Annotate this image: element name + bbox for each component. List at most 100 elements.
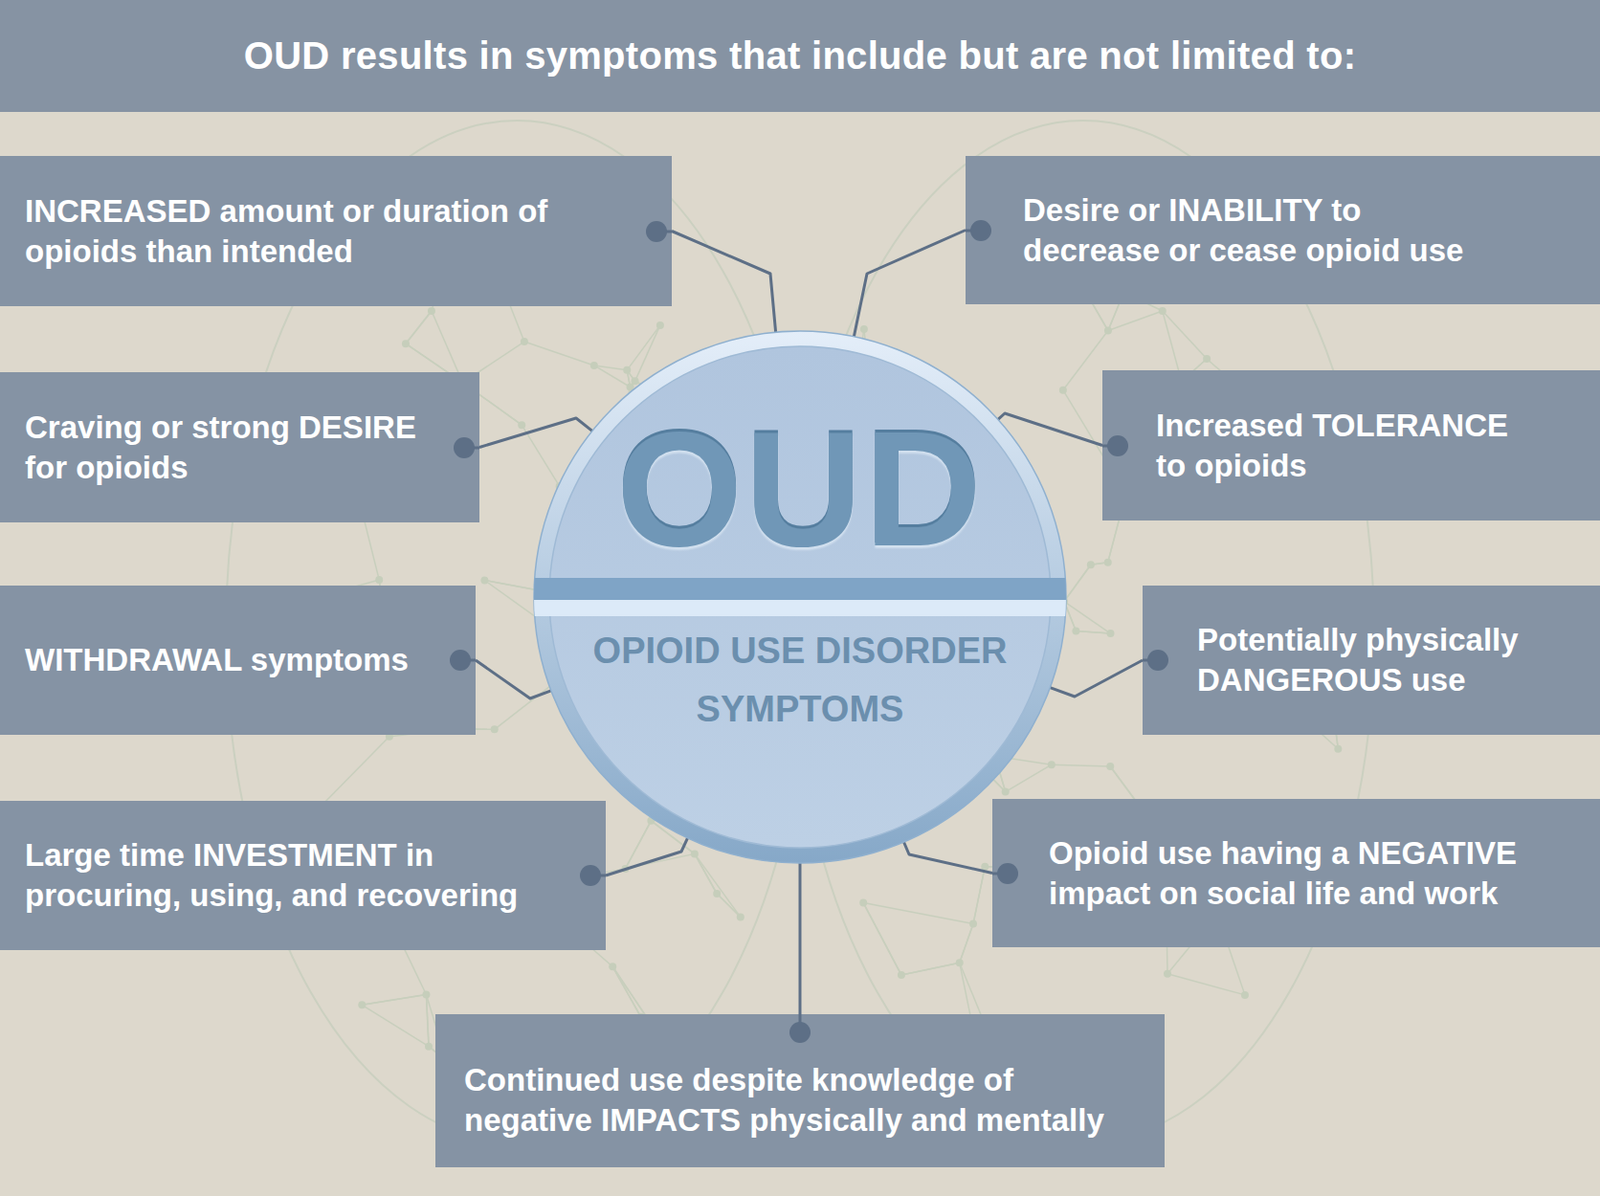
symptom-text: WITHDRAWAL symptoms bbox=[24, 640, 427, 681]
symptom-text: Opioid use having a NEGATIVE impact on s… bbox=[1048, 833, 1542, 914]
symptom-box: Opioid use having a NEGATIVE impact on s… bbox=[992, 799, 1600, 948]
network-line bbox=[1063, 331, 1109, 391]
network-line bbox=[1064, 564, 1091, 601]
network-line bbox=[1108, 515, 1121, 563]
network-point bbox=[427, 307, 436, 315]
pill-rim bbox=[533, 331, 1067, 864]
connector-line bbox=[475, 660, 552, 699]
network-line bbox=[594, 365, 631, 388]
network-point bbox=[608, 962, 617, 971]
network-point bbox=[1202, 355, 1211, 363]
connector-line bbox=[853, 230, 966, 337]
pill-score bbox=[533, 577, 1067, 617]
symptom-box: Craving or strong DESIRE for opioids bbox=[0, 372, 480, 523]
network-point bbox=[1241, 991, 1249, 1000]
connector-line bbox=[1049, 660, 1143, 697]
network-line bbox=[405, 311, 432, 344]
connector-dot bbox=[446, 648, 476, 672]
pill-subtitle: OPIOID USE DISORDER SYMPTOMS bbox=[575, 622, 1025, 739]
title-band: OUD results in symptoms that include but… bbox=[0, 0, 1600, 112]
network-point bbox=[1104, 327, 1112, 335]
network-point bbox=[859, 899, 867, 908]
network-line bbox=[1108, 311, 1163, 332]
network-point bbox=[1333, 745, 1342, 754]
network-line bbox=[959, 924, 974, 964]
dot bbox=[645, 221, 667, 243]
network-point bbox=[1106, 762, 1114, 771]
network-line bbox=[973, 866, 985, 925]
connector-dot bbox=[1142, 648, 1172, 672]
score-groove bbox=[533, 577, 1067, 600]
network-point bbox=[955, 958, 964, 967]
network-line bbox=[1167, 974, 1245, 996]
network-point bbox=[1059, 386, 1067, 395]
diagram-title: OUD results in symptoms that include but… bbox=[244, 34, 1357, 78]
network-point bbox=[375, 576, 383, 584]
network-line bbox=[1075, 630, 1111, 634]
network-point bbox=[422, 991, 430, 1000]
network-line bbox=[694, 853, 717, 894]
connector-dot bbox=[992, 862, 1022, 886]
network-point bbox=[1087, 560, 1095, 569]
connector-dot bbox=[643, 220, 672, 244]
network-point bbox=[1163, 970, 1172, 978]
network-line bbox=[1075, 630, 1111, 634]
network-line bbox=[361, 995, 426, 1006]
connector-dot bbox=[965, 219, 995, 243]
network-line bbox=[973, 866, 985, 925]
symptom-text: Increased TOLERANCE to opioids bbox=[1155, 405, 1530, 487]
network-line bbox=[863, 903, 902, 976]
symptom-box: Increased TOLERANCE to opioids bbox=[1102, 370, 1600, 521]
network-point bbox=[1001, 788, 1010, 797]
symptom-text: Continued use despite knowledge of negat… bbox=[464, 1060, 1125, 1141]
dot bbox=[789, 1022, 811, 1044]
pill-acronym: OUD bbox=[616, 407, 984, 571]
connector-dot bbox=[577, 864, 606, 888]
network-point bbox=[1104, 558, 1112, 567]
network-point bbox=[357, 1000, 366, 1009]
network-point bbox=[631, 377, 640, 385]
symptom-text: INCREASED amount or duration of opioids … bbox=[24, 191, 571, 272]
network-line bbox=[425, 995, 429, 1047]
network-point bbox=[1158, 307, 1167, 315]
symptom-box: Potentially physically DANGEROUS use bbox=[1142, 585, 1600, 735]
network-point bbox=[424, 1043, 433, 1051]
network-point bbox=[480, 577, 489, 585]
connector-line bbox=[903, 842, 993, 874]
network-line bbox=[694, 853, 717, 894]
dot bbox=[579, 865, 601, 887]
network-point bbox=[401, 339, 410, 348]
network-line bbox=[716, 893, 741, 917]
network-point bbox=[897, 971, 906, 979]
network-line bbox=[361, 1004, 429, 1046]
connector-dot bbox=[450, 436, 480, 460]
network-line bbox=[405, 311, 432, 344]
network-line bbox=[1064, 564, 1091, 601]
symptom-box: WITHDRAWAL symptoms bbox=[0, 585, 476, 735]
network-line bbox=[901, 962, 960, 976]
network-point bbox=[1071, 626, 1080, 635]
connector-line bbox=[671, 231, 777, 334]
dot bbox=[970, 220, 992, 242]
network-point bbox=[736, 912, 745, 921]
network-point bbox=[690, 849, 699, 858]
network-point bbox=[1047, 760, 1056, 769]
score-highlight bbox=[533, 600, 1067, 617]
symptom-text: Desire or INABILITY to decrease or cease… bbox=[1022, 190, 1478, 271]
network-line bbox=[1108, 515, 1121, 563]
network-line bbox=[524, 341, 595, 366]
connector-line bbox=[479, 418, 593, 448]
network-line bbox=[361, 995, 426, 1006]
symptom-text: Potentially physically DANGEROUS use bbox=[1197, 620, 1542, 701]
center-pill: OUD OPIOID USE DISORDER SYMPTOMS bbox=[533, 330, 1067, 865]
network-line bbox=[716, 893, 741, 917]
network-line bbox=[901, 962, 960, 976]
network-line bbox=[863, 903, 974, 925]
dot bbox=[453, 437, 475, 459]
connector-dot bbox=[788, 1014, 812, 1045]
network-line bbox=[959, 924, 974, 964]
network-point bbox=[969, 920, 978, 929]
network-point bbox=[490, 725, 499, 734]
network-point bbox=[712, 889, 721, 898]
network-point bbox=[1106, 629, 1114, 638]
